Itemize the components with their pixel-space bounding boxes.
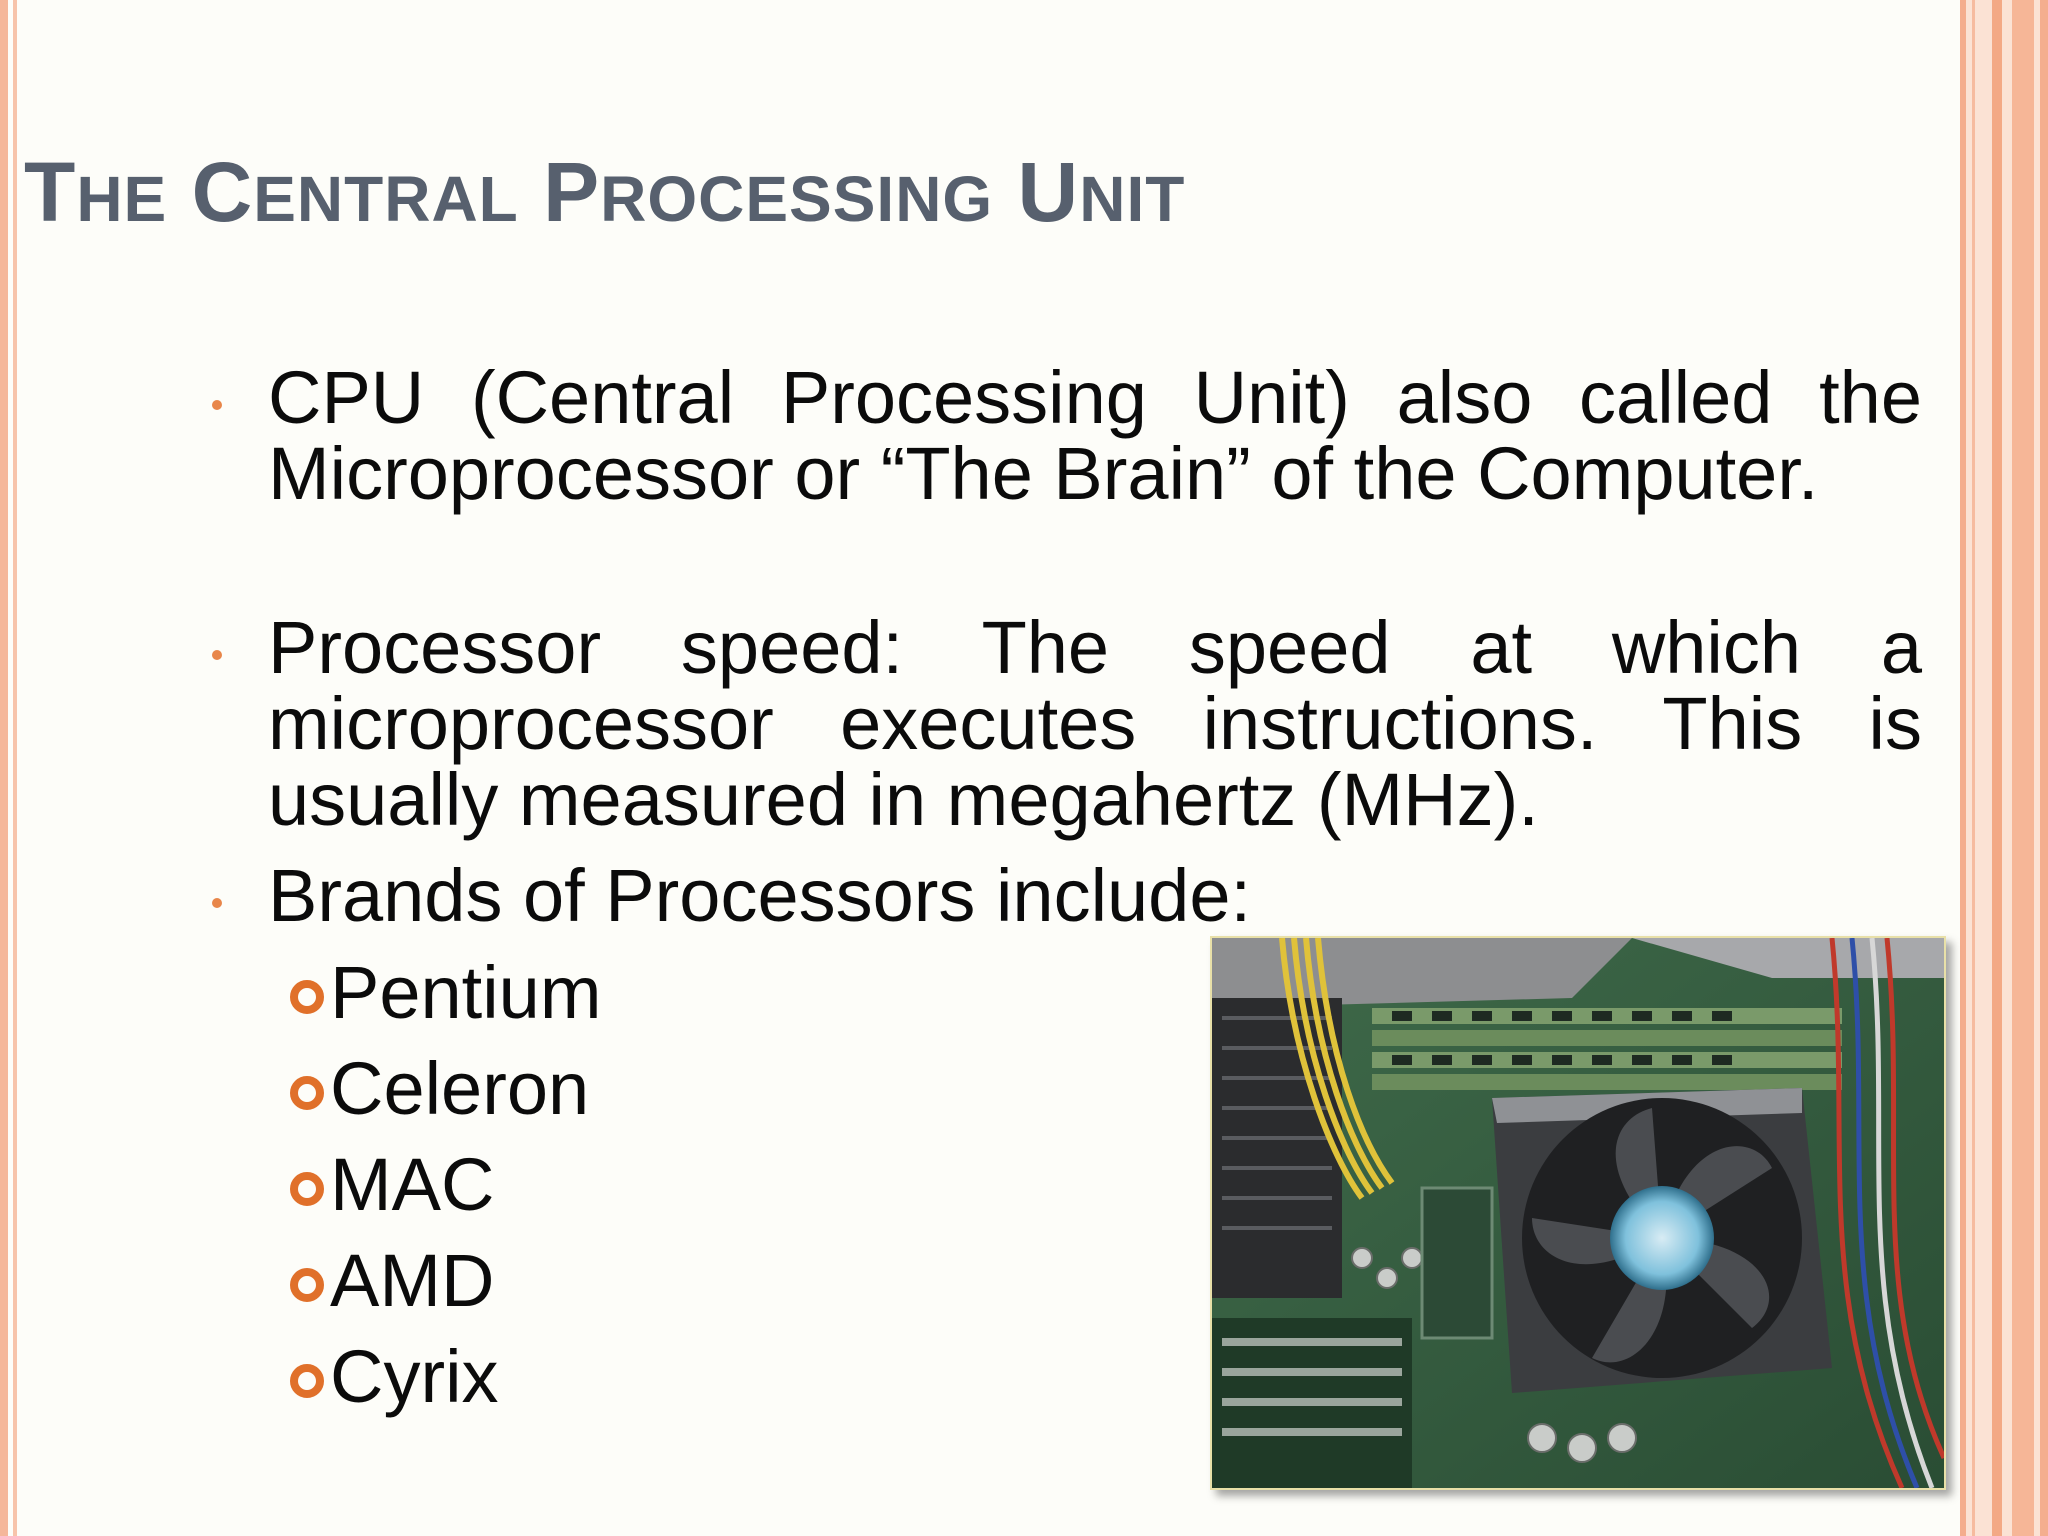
brand-item: Cyrix xyxy=(330,1335,499,1418)
left-border-stripe xyxy=(0,0,8,1536)
title-word-rest: HE xyxy=(76,163,168,235)
brand-item: Celeron xyxy=(330,1047,590,1130)
right-border-stripe xyxy=(2012,0,2034,1536)
bullet-dot xyxy=(212,898,222,908)
bullet-dot xyxy=(212,400,222,410)
right-border-stripe xyxy=(2040,0,2048,1536)
right-border-stripe xyxy=(1992,0,2002,1536)
title-initial: C xyxy=(191,145,254,239)
title-word-rest: NIT xyxy=(1079,163,1186,235)
bullet-text: Processor speed: The speed at which a mi… xyxy=(268,606,1922,841)
bullet-text: Brands of Processors include: xyxy=(268,854,1252,937)
title-initial: U xyxy=(1017,145,1080,239)
sub-bullet-ring-icon xyxy=(290,1076,324,1110)
title-initial: T xyxy=(24,145,77,239)
bullet-dot xyxy=(212,650,222,660)
slide-title: THE CENTRAL PROCESSING UNIT xyxy=(24,150,1185,234)
sub-bullet-ring-icon xyxy=(290,1268,324,1302)
brand-item: AMD xyxy=(330,1239,495,1322)
sub-bullet-ring-icon xyxy=(290,980,324,1014)
left-border-thin-stripe xyxy=(13,0,17,1536)
title-initial: P xyxy=(543,145,601,239)
title-word-rest: ROCESSING xyxy=(600,163,994,235)
motherboard-photo xyxy=(1210,936,1946,1490)
title-word-rest: ENTRAL xyxy=(253,163,519,235)
right-border-stripe xyxy=(1960,0,1966,1536)
sub-bullet-ring-icon xyxy=(290,1172,324,1206)
sub-bullet-ring-icon xyxy=(290,1364,324,1398)
motherboard-illustration xyxy=(1212,938,1944,1488)
bullet-text: CPU (Central Processing Unit) also calle… xyxy=(268,356,1922,515)
brand-item: Pentium xyxy=(330,951,602,1034)
right-border-stripe xyxy=(1972,0,1975,1536)
brand-item: MAC xyxy=(330,1143,495,1226)
